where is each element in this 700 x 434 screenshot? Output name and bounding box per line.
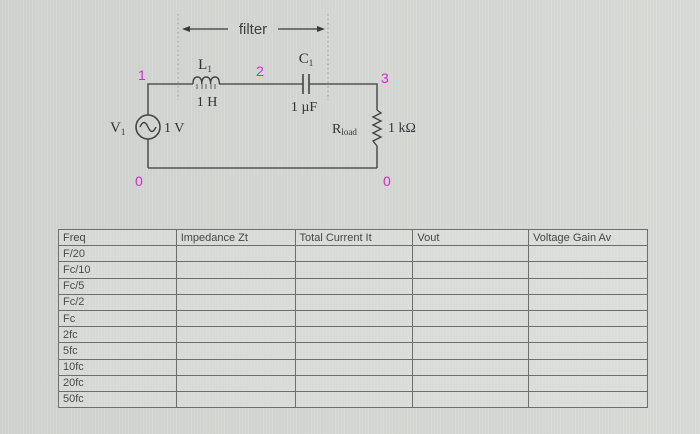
table-row: Fc/5 [58,277,648,295]
table-row: 5fc [58,342,648,360]
resistor-name: Rload [332,122,357,137]
current-cell[interactable] [294,261,414,279]
impedance-cell[interactable] [175,261,296,279]
node-label-1: 1 [138,67,146,83]
vout-cell[interactable] [412,293,530,311]
table-header-row: Freq Impedance Zt Total Current It Vout … [58,228,648,247]
table-row: Fc/10 [58,261,648,279]
filter-arrow-left [182,26,228,32]
table-row: 50fc [58,390,648,409]
vout-cell[interactable] [412,374,530,392]
capacitor-icon [302,74,310,94]
vout-cell[interactable] [412,277,530,295]
current-cell[interactable] [294,326,414,344]
gain-cell[interactable] [528,326,648,344]
impedance-cell[interactable] [175,309,296,328]
impedance-cell[interactable] [175,245,296,263]
capacitor-name: C1 [299,51,314,68]
freq-cell: Fc [58,309,177,328]
filter-label: filter [239,21,267,38]
impedance-cell[interactable] [175,277,296,295]
freq-cell: 20fc [58,374,177,392]
current-cell[interactable] [294,277,414,295]
freq-cell: Fc/10 [58,261,177,279]
freq-cell: Fc/2 [58,293,177,311]
vout-cell[interactable] [412,390,530,409]
gain-cell[interactable] [528,277,648,295]
header-voltage-gain: Voltage Gain Av [528,228,648,247]
current-cell[interactable] [294,342,414,360]
impedance-cell[interactable] [175,326,296,344]
gain-cell[interactable] [528,374,648,392]
table-row: Fc [58,309,648,328]
impedance-cell[interactable] [175,390,296,409]
current-cell[interactable] [294,390,414,409]
node-label-ground-right: 0 [383,173,391,189]
inductor-icon [192,76,221,89]
measurement-table: Freq Impedance Zt Total Current It Vout … [58,228,648,409]
vout-cell[interactable] [412,342,530,360]
freq-cell: F/20 [58,245,177,263]
current-cell[interactable] [294,358,414,376]
gain-cell[interactable] [528,261,648,279]
header-freq: Freq [58,228,177,247]
current-cell[interactable] [294,374,414,392]
freq-cell: 50fc [58,390,177,409]
vout-cell[interactable] [412,245,530,263]
resistor-value: 1 kΩ [388,121,416,136]
resistor-icon [371,109,383,147]
header-vout: Vout [412,228,530,247]
table-row: 20fc [58,374,648,392]
gain-cell[interactable] [528,309,648,328]
gain-cell[interactable] [528,245,648,263]
inductor-value: 1 H [197,95,218,110]
header-total-current: Total Current It [294,228,414,247]
impedance-cell[interactable] [175,342,296,360]
filter-arrow-right [278,26,325,32]
vout-cell[interactable] [412,309,530,328]
current-cell[interactable] [294,245,414,263]
vout-cell[interactable] [412,326,530,344]
header-impedance: Impedance Zt [175,228,296,247]
current-cell[interactable] [294,309,414,328]
impedance-cell[interactable] [175,293,296,311]
source-name: V1 [110,120,125,137]
gain-cell[interactable] [528,342,648,360]
capacitor-value: 1 µF [291,100,318,115]
gain-cell[interactable] [528,390,648,409]
node-label-2: 2 [256,63,264,79]
node-label-ground-left: 0 [135,173,143,189]
freq-cell: Fc/5 [58,277,177,295]
impedance-cell[interactable] [175,374,296,392]
source-value: 1 V [164,121,184,136]
table-row: F/20 [58,245,648,263]
inductor-name: L1 [198,57,212,74]
circuit-wires [147,83,378,169]
node-label-3: 3 [381,70,389,86]
freq-cell: 10fc [58,358,177,376]
gain-cell[interactable] [528,358,648,376]
freq-cell: 5fc [58,342,177,360]
table-row: 2fc [58,326,648,344]
vout-cell[interactable] [412,261,530,279]
table-row: Fc/2 [58,293,648,311]
impedance-cell[interactable] [175,358,296,376]
vout-cell[interactable] [412,358,530,376]
current-cell[interactable] [294,293,414,311]
circuit-diagram: filter L1 1 H C1 1 µF V1 1 V Rload 1 kΩ … [110,14,416,189]
gain-cell[interactable] [528,293,648,311]
freq-cell: 2fc [58,326,177,344]
table-row: 10fc [58,358,648,376]
ac-source-icon [135,114,161,140]
